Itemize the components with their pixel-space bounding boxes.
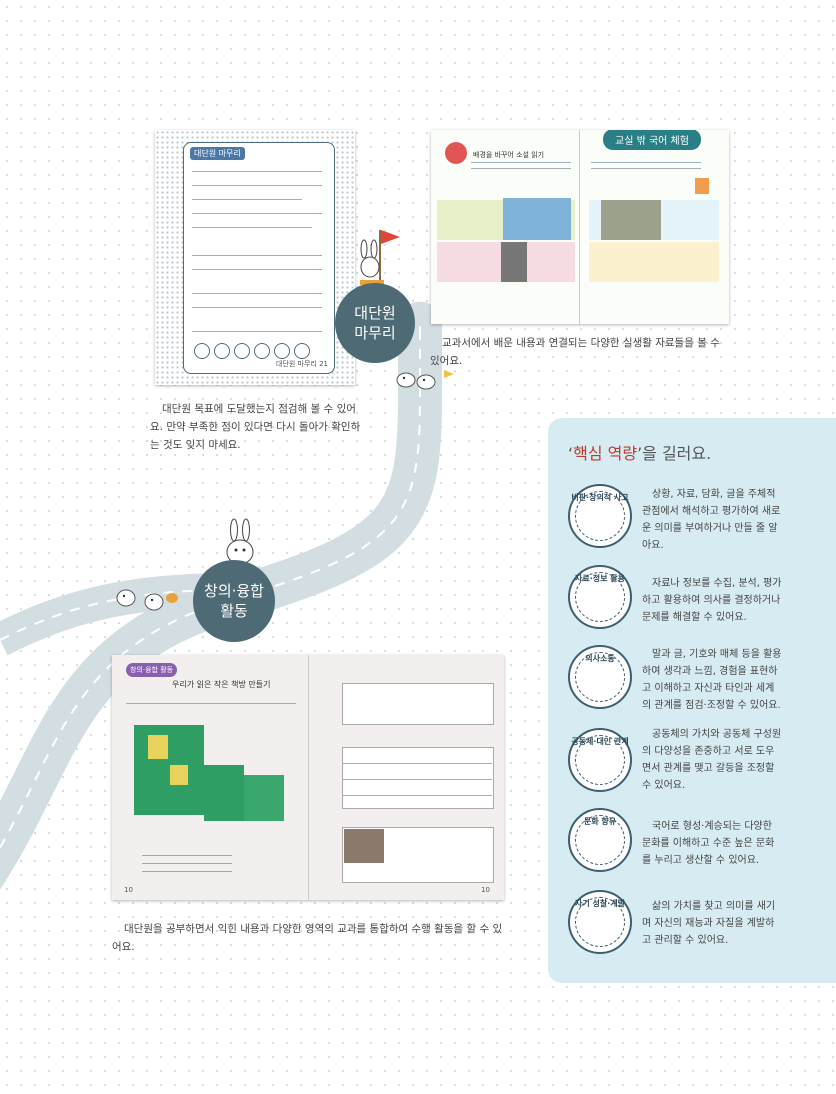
outside-class-headline: 배경을 바꾸어 소설 읽기	[473, 151, 545, 159]
creative-spread-divider	[308, 655, 309, 900]
creative-caption: 대단원을 공부하면서 익힌 내용과 다양한 영역의 교과를 통합하여 수행 활동…	[112, 923, 503, 953]
critical-thinking-badge-icon: 비판·창의적 사고	[568, 484, 632, 548]
outside-class-thumbnail: 교실 밖 국어 체험 배경을 바꾸어 소설 읽기	[431, 130, 729, 324]
creative-box-1	[342, 683, 494, 725]
info-use-text: 자료나 정보를 수집, 분석, 평가하고 활용하여 의사를 결정하거나 문제를 …	[642, 578, 782, 623]
creative-stop-line1: 창의·융합	[204, 582, 264, 600]
self-reflection-text: 삶의 가치를 찾고 의미를 새기며 자신의 재능과 자질을 계발하고 관리할 수…	[642, 901, 776, 946]
outside-class-caption: 교과서에서 배운 내용과 연결되는 다양한 실생활 자료들을 볼 수 있어요.	[430, 337, 720, 367]
critical-thinking-text: 상황, 자료, 담화, 글을 주체적 관점에서 해석하고 평가하여 새로운 의미…	[642, 489, 781, 551]
culture-badge-icon: 문화 향유	[568, 808, 632, 872]
creative-heading: 창의·융합 활동	[126, 663, 178, 677]
major-review-stop-line1: 대단원	[354, 304, 396, 322]
major-review-page: 대단원 마무리 대단원 마무리 21	[183, 142, 335, 374]
rabbit-mascot-icon	[360, 230, 400, 300]
major-review-page-number: 대단원 마무리 21	[276, 360, 328, 368]
creative-page-right: 10	[481, 886, 490, 894]
self-reflection-badge-icon: 자기 성찰·계발	[568, 890, 632, 954]
creative-thumbnail: 창의·융합 활동 우리가 읽은 작은 책방 만들기 10 10	[112, 655, 504, 900]
creative-page-left: 10	[124, 886, 133, 894]
creative-model-photo	[134, 725, 204, 815]
competency-title: ‘핵심 역량’을 길러요.	[568, 444, 712, 463]
communication-badge-icon: 의사소통	[568, 645, 632, 709]
community-badge-icon: 공동체·대인 관계	[568, 728, 632, 792]
community-text: 공동체의 가치와 공동체 구성원의 다양성을 존중하고 서로 도우면서 관계를 …	[642, 729, 782, 791]
creative-table	[342, 747, 494, 809]
outside-class-tab: 교실 밖 국어 체험	[603, 130, 701, 150]
outside-class-spread-divider	[579, 130, 580, 324]
major-review-thumbnail: 대단원 마무리 대단원 마무리 21	[155, 130, 355, 385]
creative-photo	[344, 829, 384, 863]
creative-headline: 우리가 읽은 작은 책방 만들기	[172, 680, 271, 689]
major-review-stop: 대단원 마무리	[335, 283, 415, 363]
major-review-stop-line2: 마무리	[354, 324, 396, 342]
major-review-caption: 대단원 목표에 도달했는지 점검해 볼 수 있어요. 만약 부족한 점이 있다면…	[150, 403, 361, 451]
info-use-badge-icon: 자료·정보 활용	[568, 565, 632, 629]
competency-title-highlight: 핵심 역량	[573, 444, 638, 463]
bird-characters-icon	[396, 370, 454, 390]
major-review-heading: 대단원 마무리	[190, 147, 245, 160]
bird-characters-left-icon	[116, 589, 178, 611]
culture-text: 국어로 형성·계승되는 다양한 문화를 이해하고 수준 높은 문화를 누리고 생…	[642, 821, 775, 866]
creative-stop-line2: 활동	[220, 602, 248, 620]
creative-stop: 창의·융합 활동	[193, 560, 275, 642]
communication-text: 말과 글, 기호와 매체 등을 활용하여 생각과 느낌, 경험을 표현하고 이해…	[642, 649, 782, 711]
